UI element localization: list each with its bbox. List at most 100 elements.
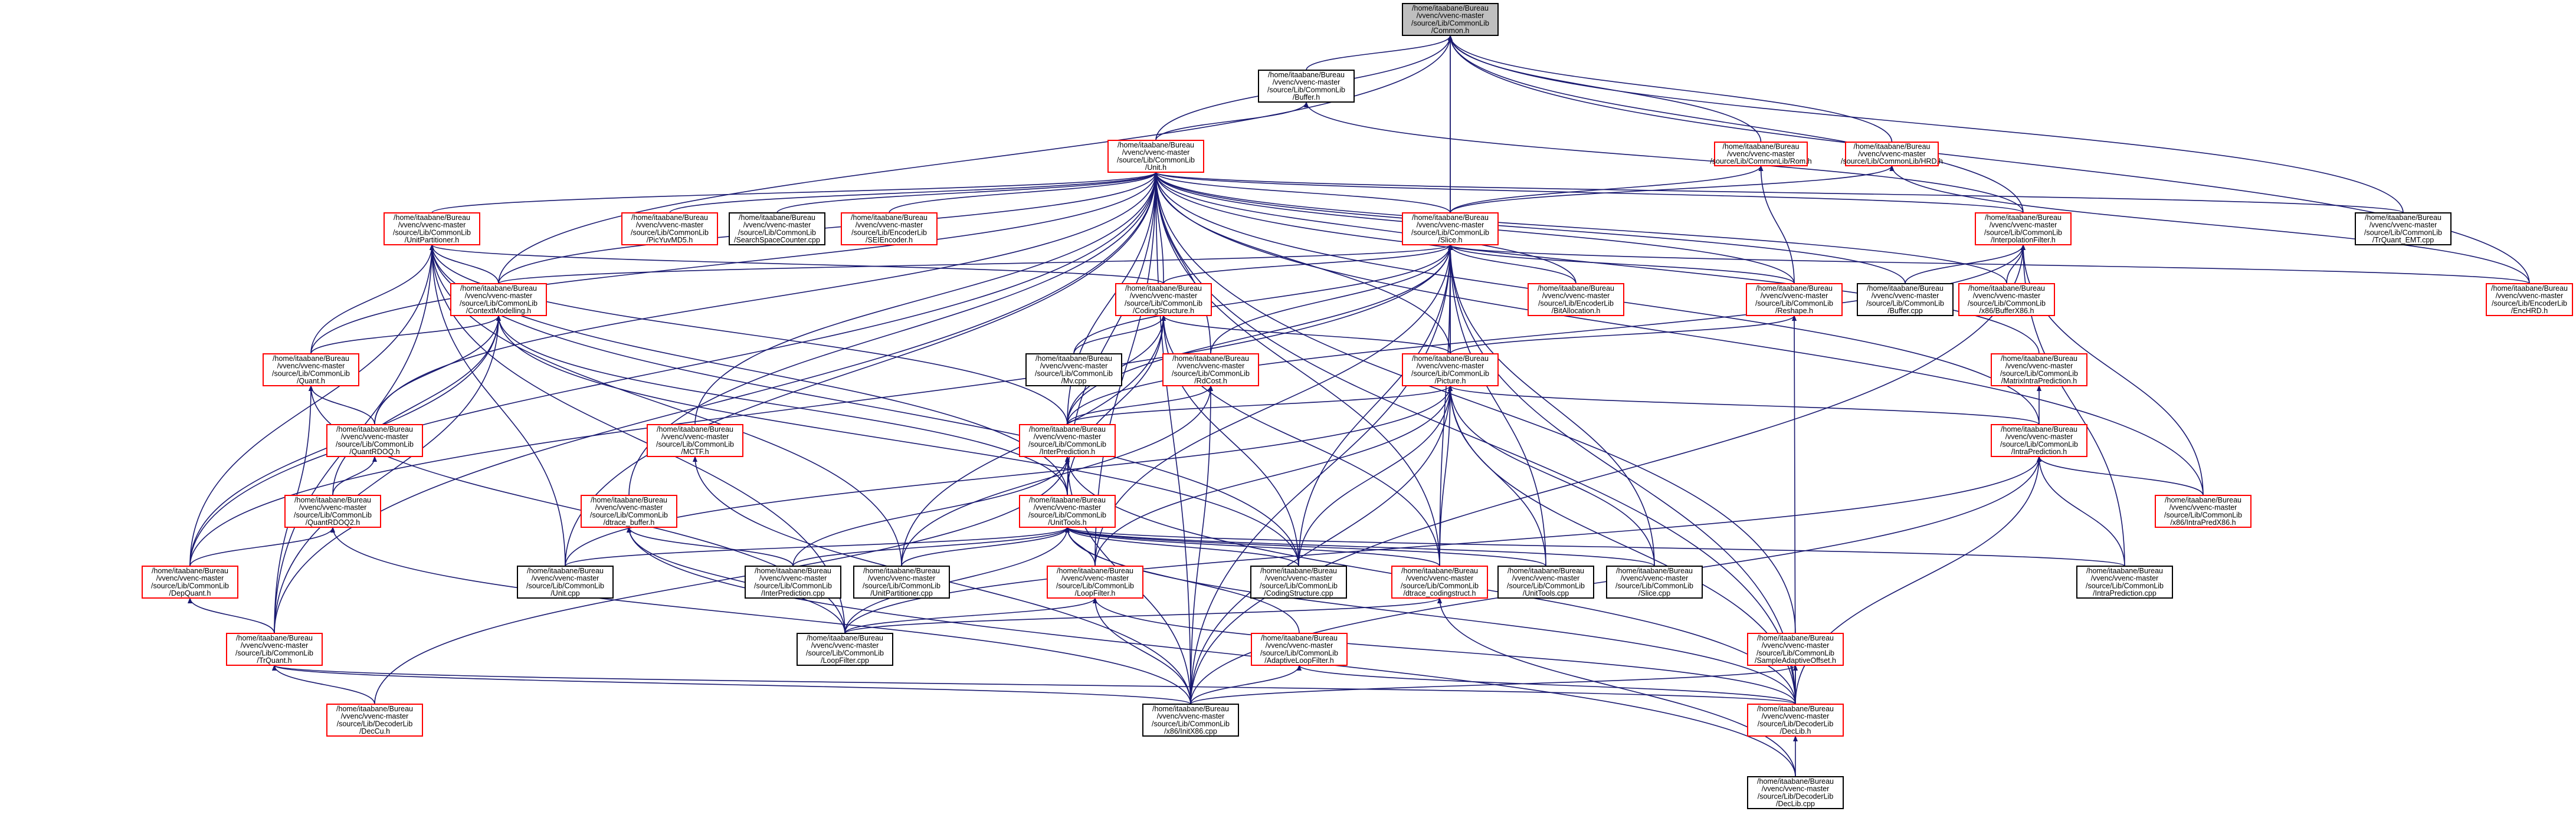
dependency-edges xyxy=(188,35,2530,777)
node-adaptiveloopfilter-h[interactable]: /home/itaabane/Bureau/vvenc/vvenc-master… xyxy=(1251,633,1348,666)
edge-intrapredx86-h-to-unit-h xyxy=(1153,172,2204,496)
node-trquant-h[interactable]: /home/itaabane/Bureau/vvenc/vvenc-master… xyxy=(226,633,323,666)
node-intrapredx86-h[interactable]: /home/itaabane/Bureau/vvenc/vvenc-master… xyxy=(2155,495,2251,528)
node-unittools-h[interactable]: /home/itaabane/Bureau/vvenc/vvenc-master… xyxy=(1019,495,1116,528)
node-loopfilter-cpp[interactable]: /home/itaabane/Bureau/vvenc/vvenc-master… xyxy=(797,633,893,666)
node-box xyxy=(1991,424,2087,457)
node-quant-h[interactable]: /home/itaabane/Bureau/vvenc/vvenc-master… xyxy=(263,353,359,386)
node-label-line: /vvenc/vvenc-master xyxy=(743,221,811,229)
node-interpolationfilter-h[interactable]: /home/itaabane/Bureau/vvenc/vvenc-master… xyxy=(1975,212,2072,245)
edge-unit-cpp-to-unittools-h xyxy=(565,527,1070,567)
node-dtrace-codingstruct-h[interactable]: /home/itaabane/Bureau/vvenc/vvenc-master… xyxy=(1391,566,1488,599)
node-codingstructure-cpp[interactable]: /home/itaabane/Bureau/vvenc/vvenc-master… xyxy=(1250,566,1347,599)
node-trquant-emt-cpp[interactable]: /home/itaabane/Bureau/vvenc/vvenc-master… xyxy=(2355,212,2452,245)
node-loopfilter-h[interactable]: /home/itaabane/Bureau/vvenc/vvenc-master… xyxy=(1047,566,1143,599)
node-box xyxy=(729,212,825,245)
node-label-line: /source/Lib/CommonLib/Rom.h xyxy=(1710,157,1811,166)
node-label-line: /source/Lib/CommonLib xyxy=(2000,369,2078,377)
node-slice-h[interactable]: /home/itaabane/Bureau/vvenc/vvenc-master… xyxy=(1402,212,1499,245)
node-label-line: /vvenc/vvenc-master xyxy=(1266,642,1333,650)
edge-loopfilter-cpp-to-unittools-h xyxy=(844,527,1070,634)
node-box xyxy=(284,495,381,528)
node-buffer-cpp[interactable]: /home/itaabane/Bureau/vvenc/vvenc-master… xyxy=(1857,283,1954,316)
node-searchspacecounter-cpp[interactable]: /home/itaabane/Bureau/vvenc/vvenc-master… xyxy=(729,212,825,245)
edge-unittools-h-to-unitpartitioner-h xyxy=(430,244,1068,496)
node-label-line: /home/itaabane/Bureau xyxy=(2365,213,2441,222)
node-label-line: /vvenc/vvenc-master xyxy=(1621,574,1689,583)
node-common-h[interactable]: /home/itaabane/Bureau/vvenc/vvenc-master… xyxy=(1402,3,1499,36)
node-rom-h[interactable]: /home/itaabane/Bureau/vvenc/vvenc-master… xyxy=(1710,142,1812,166)
node-mctf-h[interactable]: /home/itaabane/Bureau/vvenc/vvenc-master… xyxy=(647,424,743,457)
node-label-line: /home/itaabane/Bureau xyxy=(591,496,667,504)
edge-bitallocation-h-to-slice-h xyxy=(1448,244,1577,284)
node-label-line: /DecLib.h xyxy=(1780,727,1811,735)
edge-picyuvmd5-h-to-unit-h xyxy=(669,172,1158,213)
node-box xyxy=(1142,704,1239,737)
edge-picture-h-to-codingstructure-h xyxy=(1161,315,1451,354)
node-box xyxy=(581,495,677,528)
node-label-line: /vvenc/vvenc-master xyxy=(341,712,409,721)
node-label-line: /InterPrediction.cpp xyxy=(761,589,825,597)
edge-enchrd-h-to-slice-h xyxy=(1448,244,2530,284)
node-label-line: /home/itaabane/Bureau xyxy=(1117,141,1194,149)
node-unitpartitioner-cpp[interactable]: /home/itaabane/Bureau/vvenc/vvenc-master… xyxy=(853,566,950,599)
node-hrd-h[interactable]: /home/itaabane/Bureau/vvenc/vvenc-master… xyxy=(1841,142,1943,166)
node-interprediction-cpp[interactable]: /home/itaabane/Bureau/vvenc/vvenc-master… xyxy=(745,566,841,599)
edge-intraprediction-cpp-to-intraprediction-h xyxy=(2037,456,2125,567)
node-label-line: /home/itaabane/Bureau xyxy=(460,284,537,293)
edge-unitpartitioner-cpp-to-rdcost-h xyxy=(901,385,1213,567)
node-label-line: /home/itaabane/Bureau xyxy=(1616,567,1693,575)
node-seiencoder-h[interactable]: /home/itaabane/Bureau/vvenc/vvenc-master… xyxy=(841,212,938,245)
node-label-line: /source/Lib/CommonLib xyxy=(1411,369,1489,377)
node-bitallocation-h[interactable]: /home/itaabane/Bureau/vvenc/vvenc-master… xyxy=(1528,283,1624,316)
node-declib-h[interactable]: /home/itaabane/Bureau/vvenc/vvenc-master… xyxy=(1747,704,1844,737)
node-unit-cpp[interactable]: /home/itaabane/Bureau/vvenc/vvenc-master… xyxy=(517,566,614,599)
node-bufferx86-h[interactable]: /home/itaabane/Bureau/vvenc/vvenc-master… xyxy=(1958,283,2055,316)
node-sampleadaptiveoffset-h[interactable]: /home/itaabane/Bureau/vvenc/vvenc-master… xyxy=(1747,633,1844,666)
node-enchrd-h[interactable]: /home/itaabane/Bureau/vvenc/vvenc-master… xyxy=(2486,283,2573,316)
node-label-line: /home/itaabane/Bureau xyxy=(2001,425,2077,433)
node-box xyxy=(142,566,238,599)
node-label-line: /vvenc/vvenc-master xyxy=(156,574,224,583)
node-deccu-h[interactable]: /home/itaabane/Bureau/vvenc/vvenc-master… xyxy=(326,704,423,737)
node-unit-h[interactable]: /home/itaabane/Bureau/vvenc/vvenc-master… xyxy=(1107,140,1204,173)
node-unittools-cpp[interactable]: /home/itaabane/Bureau/vvenc/vvenc-master… xyxy=(1497,566,1594,599)
node-dtrace-buffer-h[interactable]: /home/itaabane/Bureau/vvenc/vvenc-master… xyxy=(581,495,677,528)
edge-trquant-h-to-contextmodelling-h xyxy=(274,315,501,634)
node-label-line: /vvenc/vvenc-master xyxy=(1417,12,1484,20)
node-intraprediction-cpp[interactable]: /home/itaabane/Bureau/vvenc/vvenc-master… xyxy=(2076,566,2173,599)
node-label-line: /source/Lib/CommonLib xyxy=(294,511,372,519)
node-initx86-cpp[interactable]: /home/itaabane/Bureau/vvenc/vvenc-master… xyxy=(1142,704,1239,737)
node-picture-h[interactable]: /home/itaabane/Bureau/vvenc/vvenc-master… xyxy=(1402,353,1499,386)
node-reshape-h[interactable]: /home/itaabane/Bureau/vvenc/vvenc-master… xyxy=(1746,283,1843,316)
edge-loopfilter-h-to-picture-h xyxy=(1094,385,1453,567)
edge-slice-cpp-to-unittools-h xyxy=(1065,527,1655,567)
node-label-line: /source/Lib/CommonLib xyxy=(2086,582,2164,590)
node-label-line: /home/itaabane/Bureau xyxy=(1172,354,1249,363)
node-contextmodelling-h[interactable]: /home/itaabane/Bureau/vvenc/vvenc-master… xyxy=(450,283,547,316)
node-unitpartitioner-h[interactable]: /home/itaabane/Bureau/vvenc/vvenc-master… xyxy=(384,212,480,245)
node-label-line: /vvenc/vvenc-master xyxy=(532,574,599,583)
node-intraprediction-h[interactable]: /home/itaabane/Bureau/vvenc/vvenc-master… xyxy=(1991,424,2087,457)
node-label-line: /vvenc/vvenc-master xyxy=(2169,504,2237,512)
edge-interprediction-cpp-to-interprediction-h xyxy=(792,456,1070,567)
node-codingstructure-h[interactable]: /home/itaabane/Bureau/vvenc/vvenc-master… xyxy=(1115,283,1212,316)
node-label-line: /home/itaabane/Bureau xyxy=(1854,142,1931,150)
node-label-line: /source/Lib/CommonLib xyxy=(1866,299,1944,307)
node-depquant-h[interactable]: /home/itaabane/Bureau/vvenc/vvenc-master… xyxy=(142,566,238,599)
node-mv-cpp[interactable]: /home/itaabane/Bureau/vvenc/vvenc-master… xyxy=(1025,353,1122,386)
node-label-line: /x86/IntraPredX86.h xyxy=(2170,518,2236,527)
node-picyuvmd5-h[interactable]: /home/itaabane/Bureau/vvenc/vvenc-master… xyxy=(621,212,718,245)
node-matrixintraprediction-h[interactable]: /home/itaabane/Bureau/vvenc/vvenc-master… xyxy=(1991,353,2087,386)
node-quantrdoq2-h[interactable]: /home/itaabane/Bureau/vvenc/vvenc-master… xyxy=(284,495,381,528)
node-label-line: /source/Lib/CommonLib xyxy=(590,511,668,519)
node-buffer-h[interactable]: /home/itaabane/Bureau/vvenc/vvenc-master… xyxy=(1258,70,1355,103)
node-slice-cpp[interactable]: /home/itaabane/Bureau/vvenc/vvenc-master… xyxy=(1606,566,1703,599)
node-label-line: /home/itaabane/Bureau xyxy=(1029,425,1106,433)
node-interprediction-h[interactable]: /home/itaabane/Bureau/vvenc/vvenc-master… xyxy=(1019,424,1116,457)
node-quantrdoq-h[interactable]: /home/itaabane/Bureau/vvenc/vvenc-master… xyxy=(326,424,423,457)
node-declib-cpp[interactable]: /home/itaabane/Bureau/vvenc/vvenc-master… xyxy=(1747,776,1844,809)
node-rdcost-h[interactable]: /home/itaabane/Bureau/vvenc/vvenc-master… xyxy=(1162,353,1259,386)
node-label-line: /TrQuant_EMT.cpp xyxy=(2372,236,2434,244)
node-label-line: /vvenc/vvenc-master xyxy=(1872,292,1939,300)
